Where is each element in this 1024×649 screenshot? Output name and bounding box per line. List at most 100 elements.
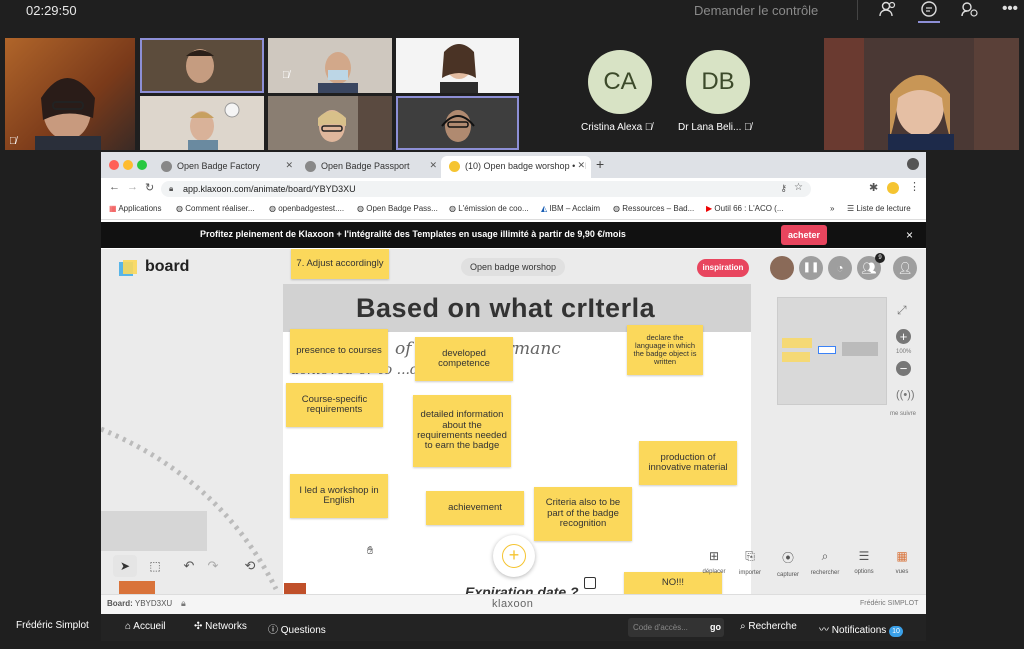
nav-home[interactable]: ⌂ Accueil [125,621,166,632]
klaxoon-board[interactable]: Based on what crIterla of ... ul perform… [101,249,926,594]
nav-search[interactable]: ⌕ Recherche [740,621,797,632]
sticky-note[interactable]: NO!!! [624,572,722,594]
more-icon[interactable]: ••• [1002,0,1018,17]
access-code-field[interactable]: Code d'accès... go [628,618,724,637]
forward-icon[interactable]: → [127,181,138,193]
access-code-placeholder: Code d'accès... [633,623,688,632]
close-window-dot[interactable] [109,160,119,170]
sticky-note[interactable]: Criteria also to be part of the badge re… [534,487,632,541]
profile-icon[interactable] [887,182,899,194]
browser-tab-active[interactable]: (10) Open badge worshop • Kl ✕ [441,156,591,178]
browser-tab[interactable]: Open Badge Factory ✕ [153,156,299,178]
sticky-note[interactable]: developed competence [415,337,513,381]
import-tool[interactable]: ⎘ importer [733,549,767,576]
inspiration-button[interactable]: inspiration [697,259,749,277]
sticky-note[interactable]: 7. Adjust accordingly [291,249,389,279]
youtube-icon: ▶ [706,204,713,213]
follow-label[interactable]: me suivre [890,411,917,417]
close-icon[interactable]: ✕ [429,160,437,170]
timer-icon[interactable]: ◔ [828,256,852,280]
chat-icon[interactable] [916,0,942,23]
key-icon[interactable]: ⚷ [780,183,787,193]
add-button[interactable]: + [493,535,535,577]
board-logo-text[interactable]: board [145,258,190,275]
broadcast-icon[interactable]: ((•)) [896,389,915,401]
move-tool[interactable]: ⊞ déplacer [697,549,731,575]
close-icon[interactable]: ✕ [577,160,585,171]
nav-networks[interactable]: ✣ Networks [194,621,247,632]
bookmark-item[interactable]: ◭ IBM – Acclaim [541,204,601,213]
star-icon[interactable]: ☆ [794,182,803,193]
canvas-shape [101,511,207,551]
zoom-in-icon[interactable]: + [896,329,911,344]
sticky-note[interactable]: I led a workshop in English [290,474,388,518]
url-text: app.klaxoon.com/animate/board/YBYD3XU [183,184,356,194]
go-button[interactable]: go [710,622,721,632]
notification-count: 10 [889,626,904,637]
views-tool[interactable]: ▦ vues [885,549,919,575]
bookmark-item[interactable]: ▶ Outil 66 : L'ACO (... [706,204,784,213]
capture-tool[interactable]: ⦿ capturer [771,549,805,578]
views-icon: ▦ [896,549,908,563]
sticky-note[interactable]: declare the language in which the badge … [627,325,703,375]
extensions-icon[interactable]: ✱ [869,182,879,194]
mic-off-icon: 🎙̸ [9,136,17,147]
close-icon[interactable]: ✕ [285,160,293,170]
pause-icon[interactable]: ❚❚ [799,256,823,280]
undo-icon[interactable]: ↶ [183,558,195,573]
expiration-text: Expiration date ? [465,584,579,594]
reading-list-button[interactable]: ☰ Liste de lecture [847,204,911,213]
bookmark-item[interactable]: ◍ L'émission de coo... [449,204,529,213]
redo-icon[interactable]: ↷ [207,558,219,573]
globe-icon [305,161,316,172]
bookmarks-bar: ▦ Applications ◍ Comment réaliser... ◍ o… [101,200,926,220]
select-tool-icon[interactable]: ➤ [113,555,137,577]
profile-icon[interactable]: 👤︎ [893,256,917,280]
bookmark-item[interactable]: ▦ Applications [109,204,162,213]
presenter-name: Frédéric Simplot [16,620,89,631]
nav-notifications[interactable]: 〰 Notifications 10 [819,621,904,637]
minimize-window-dot[interactable] [123,160,133,170]
tool-label: options [854,569,874,575]
lock-icon[interactable]: 🔒︎ [181,598,186,608]
minimap[interactable] [777,297,887,405]
more-bookmarks-button[interactable]: » [830,204,835,213]
options-tool[interactable]: ☰ options [847,549,881,575]
close-icon[interactable]: × [906,228,914,242]
address-bar[interactable]: 🔒︎ app.klaxoon.com/animate/board/YBYD3XU… [161,181,811,197]
sticky-note[interactable]: production of innovative material [639,441,737,485]
board-title-pill[interactable]: Open badge worshop [461,258,565,276]
search-tool[interactable]: ⌕ rechercher [807,549,843,576]
tool-label: déplacer [702,569,726,575]
buy-button[interactable]: acheter [781,225,827,245]
lasso-tool-icon[interactable]: ⬚ [149,559,161,573]
user-avatar[interactable] [770,256,794,280]
bookmark-item[interactable]: ◍ Open Badge Pass... [357,204,438,213]
question-icon: ⓘ [268,625,278,636]
bookmark-item[interactable]: ◍ Ressources – Bad... [613,204,695,213]
zoom-out-icon[interactable]: − [896,361,911,376]
sticky-note[interactable]: presence to courses [290,329,388,373]
sticky-note[interactable]: Course-specific requirements [286,383,383,427]
reload-icon[interactable]: ↻ [145,182,155,194]
nav-questions[interactable]: ⓘ Questions [268,625,326,636]
fullscreen-icon[interactable]: ⤢ [897,303,907,317]
raise-hand-icon[interactable] [956,0,982,20]
bookmark-item[interactable]: ◍ openbadgestest.... [269,204,345,213]
sticky-note[interactable]: achievement [426,491,524,525]
globe-icon: ◍ [357,204,364,213]
sticky-note[interactable]: detailed information about the requireme… [413,395,511,467]
back-icon[interactable]: ← [109,181,120,193]
tab-search-icon[interactable] [907,158,919,170]
browser-tab[interactable]: Open Badge Passport ✕ [297,156,443,178]
request-control-button[interactable]: Demander le contrôle [694,3,819,18]
teams-top-bar: 02:29:50 Demander le contrôle ••• [0,0,1024,24]
maximize-window-dot[interactable] [137,160,147,170]
people-icon[interactable] [875,0,901,20]
menu-icon[interactable]: ⋮ [909,181,920,193]
tab-label: Open Badge Factory [177,161,261,171]
history-icon[interactable]: ⟲ [244,558,256,573]
video-tile-4 [396,38,519,93]
bookmark-item[interactable]: ◍ Comment réaliser... [176,204,255,213]
new-tab-button[interactable]: + [596,156,605,172]
